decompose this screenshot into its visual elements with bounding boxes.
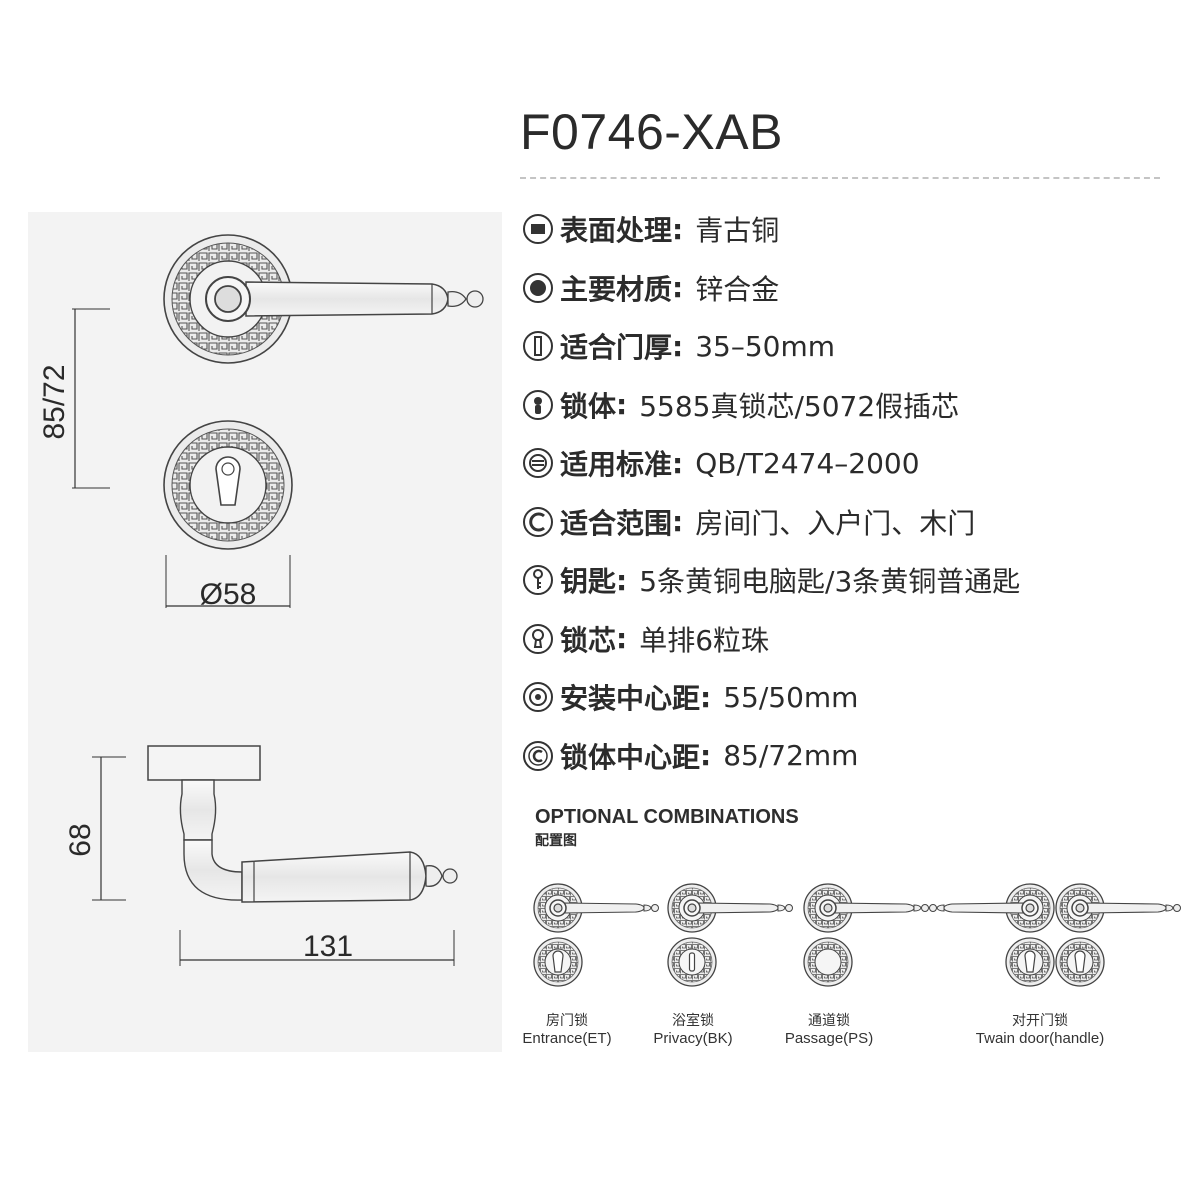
spec-value: 5585真锁芯/5072假插芯 [639,389,960,423]
spec-label: 适合范围 [560,506,673,540]
spec-row: 钥匙 : 5条黄铜电脑匙/3条黄铜普通匙 [520,551,1200,610]
combo-label-zh: 对开门锁 [1012,1013,1068,1029]
technical-drawing: 85/72 Ø58 68 [38,234,484,966]
finish-icon [523,214,553,245]
combo-label-en: Privacy(BK) [653,1030,733,1047]
combo-label-passage: 通道锁 Passage(PS) [766,1012,892,1048]
spec-label: 主要材质 [560,272,673,306]
spec-row: 安装中心距 : 55/50mm [520,668,1200,727]
spec-separator: : [672,271,684,305]
escutcheon-rose-front-view [163,420,293,550]
combo-twain-door-illustration [930,884,1181,986]
rose-diameter-dimension: Ø58 [165,555,291,611]
spec-value: QB/T2474–2000 [695,446,920,480]
spec-value: 85/72mm [723,739,859,773]
spec-row: 主要材质 : 锌合金 [520,259,1200,318]
cylinder-icon [523,623,553,654]
spec-separator: : [616,563,628,597]
center-distance-dimension: 85/72 [38,308,110,489]
combo-label-en: Entrance(ET) [522,1030,612,1047]
spec-row: 锁芯 : 单排6粒珠 [520,610,1200,669]
combo-entrance-illustration [534,884,659,986]
spec-separator: : [672,505,684,539]
combo-passage-illustration [804,884,929,987]
technical-drawing-panel: 85/72 Ø58 68 [28,212,502,1052]
spec-separator: : [616,622,628,656]
spec-row: 适用标准 : QB/T2474–2000 [520,434,1200,493]
body-distance-icon [523,740,553,771]
spec-separator: : [672,212,684,246]
combo-privacy-illustration [668,884,793,986]
handle-length-value: 131 [303,930,353,963]
spec-row: 适合范围 : 房间门、入户门、木门 [520,493,1200,552]
spec-value: 55/50mm [723,680,859,714]
spec-value: 房间门、入户门、木门 [695,506,976,540]
spec-row: 锁体中心距 : 85/72mm [520,727,1200,786]
spec-value: 锌合金 [695,272,780,306]
scope-icon [523,506,553,537]
key-icon [523,565,553,596]
projection-dimension: 68 [64,756,126,901]
rose-diameter-value: Ø58 [200,578,257,611]
spec-value: 35–50mm [695,329,836,363]
combo-label-twain-door: 对开门锁 Twain door(handle) [950,1012,1130,1048]
spec-label: 表面处理 [560,214,673,248]
material-icon [523,272,553,303]
combo-label-en: Twain door(handle) [975,1030,1105,1047]
center-distance-value: 85/72 [38,364,71,439]
combo-label-zh: 房门锁 [546,1013,588,1029]
spec-row: 锁体 : 5585真锁芯/5072假插芯 [520,376,1200,435]
spec-list: 表面处理 : 青古铜 主要材质 : 锌合金 适合门厚 : 35–50mm 锁体 … [520,200,1200,785]
standard-icon [523,448,553,479]
spec-row: 表面处理 : 青古铜 [520,200,1200,259]
spec-label: 钥匙 [560,565,617,599]
spec-label: 适合门厚 [560,331,673,365]
lever-side-view [147,745,458,903]
optional-combinations-subtitle: 配置图 [535,833,577,849]
spec-label: 锁体中心距 [560,740,701,774]
lock-body-icon [523,389,553,420]
spec-label: 适用标准 [560,448,673,482]
combo-label-zh: 通道锁 [808,1013,850,1029]
spec-separator: : [700,739,712,773]
spec-label: 安装中心距 [560,682,701,716]
spec-separator: : [700,680,712,714]
spec-separator: : [616,388,628,422]
spec-separator: : [672,446,684,480]
spec-row: 适合门厚 : 35–50mm [520,317,1200,376]
combo-label-privacy: 浴室锁 Privacy(BK) [634,1012,752,1048]
spec-value: 5条黄铜电脑匙/3条黄铜普通匙 [639,565,1021,599]
model-title: F0746-XAB [520,104,783,160]
combo-label-zh: 浴室锁 [672,1013,714,1029]
spec-separator: : [672,329,684,363]
spec-value: 单排6粒珠 [639,623,770,657]
install-distance-icon [523,682,553,713]
door-thickness-icon [523,331,553,362]
lever-rose-front-view [163,234,484,364]
handle-length-dimension: 131 [179,930,455,966]
optional-combinations-title: OPTIONAL COMBINATIONS [535,806,799,828]
combo-label-entrance: 房门锁 Entrance(ET) [508,1012,626,1048]
spec-value: 青古铜 [695,214,780,248]
spec-label: 锁芯 [560,623,617,657]
projection-value: 68 [64,823,97,856]
spec-label: 锁体 [560,389,617,423]
combo-label-en: Passage(PS) [784,1030,874,1047]
title-divider [520,177,1160,179]
